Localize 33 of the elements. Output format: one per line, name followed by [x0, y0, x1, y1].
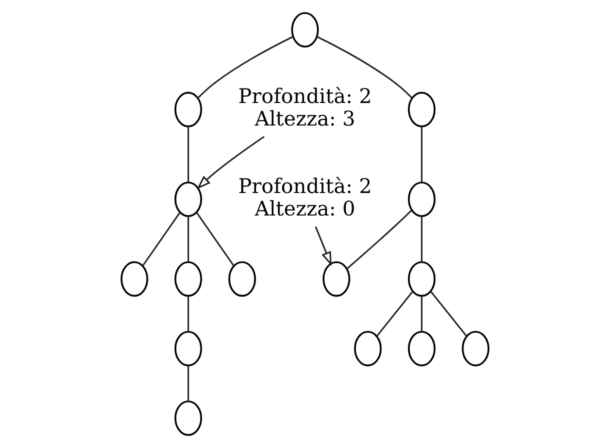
node-circle: [354, 330, 382, 366]
node-circle: [407, 261, 436, 297]
connector: [420, 296, 422, 332]
node-circle: [174, 92, 202, 128]
node-circle: [407, 182, 436, 218]
node-circle: [228, 261, 256, 297]
connector: [186, 366, 189, 402]
node-circle: [174, 400, 202, 436]
node-circle: [322, 261, 350, 297]
connector: [142, 212, 180, 266]
connector: [186, 296, 189, 332]
connector: [420, 216, 422, 262]
connector: [316, 36, 412, 98]
node-circle: [461, 330, 489, 366]
node-circle: [174, 182, 202, 218]
node-circle: [120, 261, 148, 297]
node-circle: [174, 261, 202, 297]
node-circle: [407, 92, 436, 128]
connector: [186, 126, 189, 182]
connector: [430, 290, 467, 337]
node-circle: [407, 330, 436, 366]
node-circle: [174, 330, 202, 366]
connector: [196, 212, 234, 266]
connector: [376, 290, 413, 337]
connector: [186, 216, 189, 262]
arrow: [314, 226, 332, 266]
connector: [346, 210, 412, 270]
connector: [197, 36, 293, 98]
node-circle: [290, 12, 318, 48]
node-text: Profondità: 2 Altezza: 0: [238, 174, 372, 220]
connector: [420, 126, 422, 182]
arrow: [196, 136, 264, 190]
node-text: Profondità: 2 Altezza: 3: [238, 84, 372, 131]
